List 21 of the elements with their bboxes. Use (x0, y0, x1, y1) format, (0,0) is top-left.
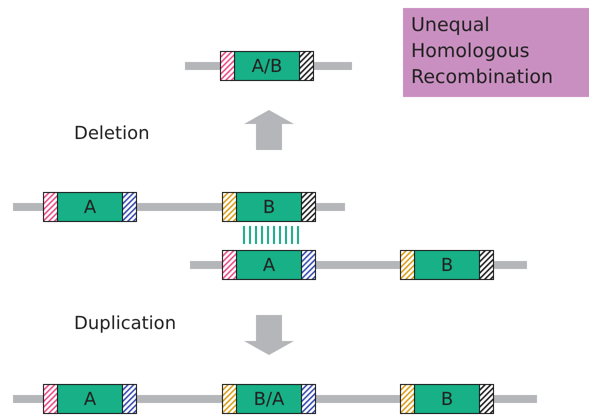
gene-segment (43, 384, 137, 414)
gene-label: B (440, 254, 454, 278)
gene-label: A/B (252, 54, 282, 78)
block-arrow (244, 315, 294, 355)
block-arrow (244, 110, 294, 150)
gene-segment (400, 384, 494, 414)
gene-label: A (84, 388, 96, 412)
gene-segment (222, 250, 316, 280)
gene-label: A (262, 254, 276, 278)
gene-label: B (440, 388, 454, 412)
gene-segment (222, 384, 316, 414)
gene-segment (43, 192, 137, 222)
gene-label: B (262, 196, 276, 220)
gene-segment (222, 192, 316, 222)
gene-segment (400, 250, 494, 280)
gene-label: A (84, 196, 96, 220)
title-box: Unequal Homologous Recombination (403, 8, 589, 97)
process-label: Duplication (74, 312, 176, 336)
process-label: Deletion (74, 122, 150, 146)
gene-label: B/A (254, 388, 284, 412)
gene-segment (220, 51, 314, 81)
